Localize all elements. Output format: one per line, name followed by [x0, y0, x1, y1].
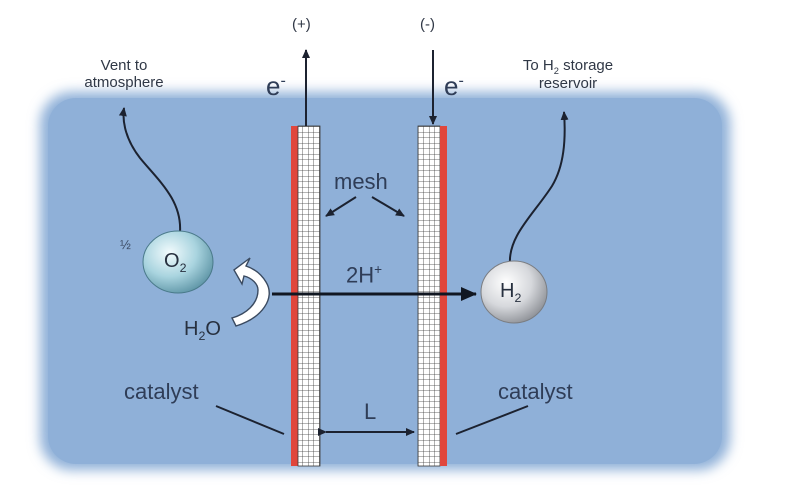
electron-label-right: e- — [444, 71, 464, 101]
hydrogen-label: H2 — [500, 280, 522, 305]
storage-label: To H2 storage reservoir — [500, 57, 636, 93]
catalyst-right-pointer — [455, 405, 529, 435]
electron-label-left: e- — [266, 71, 286, 101]
oxygen-molecule — [142, 230, 214, 294]
oxygen-label: O2 — [164, 250, 187, 275]
cathode-mesh — [417, 125, 441, 467]
vent-label: Vent to atmosphere — [70, 57, 178, 91]
hydrogen-molecule — [480, 260, 548, 324]
water-to-oxygen-arrow — [230, 257, 270, 327]
storage-label-line1: To H2 storage — [522, 57, 614, 76]
gap-length-label: L — [364, 399, 377, 424]
positive-terminal-label: (+) — [292, 16, 311, 33]
oxygen-vent-path — [118, 107, 182, 233]
mesh-arrow-left — [325, 196, 357, 217]
proton-label: 2H+ — [346, 262, 383, 288]
catalyst-left-label: catalyst — [124, 379, 199, 404]
catalyst-left-pointer — [215, 405, 285, 435]
anode-catalyst-strip — [291, 126, 298, 466]
mesh-arrow-right — [371, 196, 405, 217]
vent-label-line2: atmosphere — [84, 73, 164, 91]
negative-terminal-label: (-) — [420, 16, 435, 33]
water-label: H2O — [184, 318, 221, 343]
vent-label-line1: Vent to — [100, 57, 148, 74]
hydrogen-storage-path — [508, 111, 569, 265]
anode-mesh — [297, 125, 321, 467]
half-coefficient: ½ — [120, 237, 131, 252]
mesh-label: mesh — [334, 169, 388, 194]
cathode-catalyst-strip — [440, 126, 447, 466]
storage-label-line2: reservoir — [538, 75, 598, 93]
catalyst-right-label: catalyst — [498, 379, 573, 404]
